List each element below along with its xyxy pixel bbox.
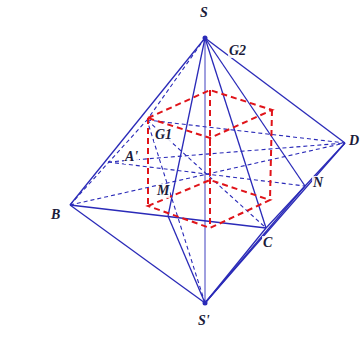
point-label: G2	[228, 44, 247, 58]
point-label: D	[348, 134, 360, 148]
point-label: S'	[197, 314, 211, 328]
point-label: B	[50, 208, 61, 222]
point-label: S	[199, 6, 209, 20]
point-label: G1	[154, 128, 173, 142]
point-label: A'	[124, 150, 139, 164]
point-label: C	[262, 236, 273, 250]
point-label: N	[312, 176, 324, 190]
point-label: M	[156, 184, 170, 198]
